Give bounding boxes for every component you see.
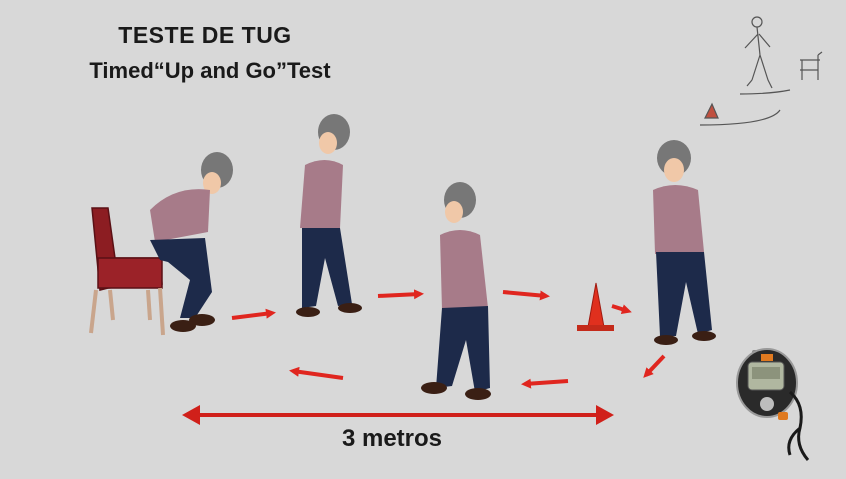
arrow-right-2 (377, 289, 424, 300)
cone-icon (577, 282, 614, 331)
arrow-right-3 (502, 290, 550, 301)
person-walking-1 (296, 114, 362, 317)
page-subtitle: Timed“Up and Go”Test (89, 58, 331, 83)
arrow-left-1 (521, 378, 569, 389)
page-title: TESTE DE TUG (118, 22, 292, 48)
chair-icon (89, 207, 165, 336)
arrow-down-left (643, 354, 666, 378)
person-standing-up (150, 152, 233, 332)
arrow-right-4 (611, 304, 632, 314)
path-arrows (231, 289, 666, 389)
arrow-right-1 (231, 308, 276, 320)
distance-arrow (182, 405, 614, 425)
person-walking-3 (653, 140, 716, 345)
walking-person-sketch-icon (699, 16, 823, 126)
arrow-left-2 (289, 366, 344, 380)
stopwatch-icon (736, 348, 810, 461)
distance-label: 3 metros (341, 425, 443, 452)
person-walking-2 (421, 182, 491, 400)
